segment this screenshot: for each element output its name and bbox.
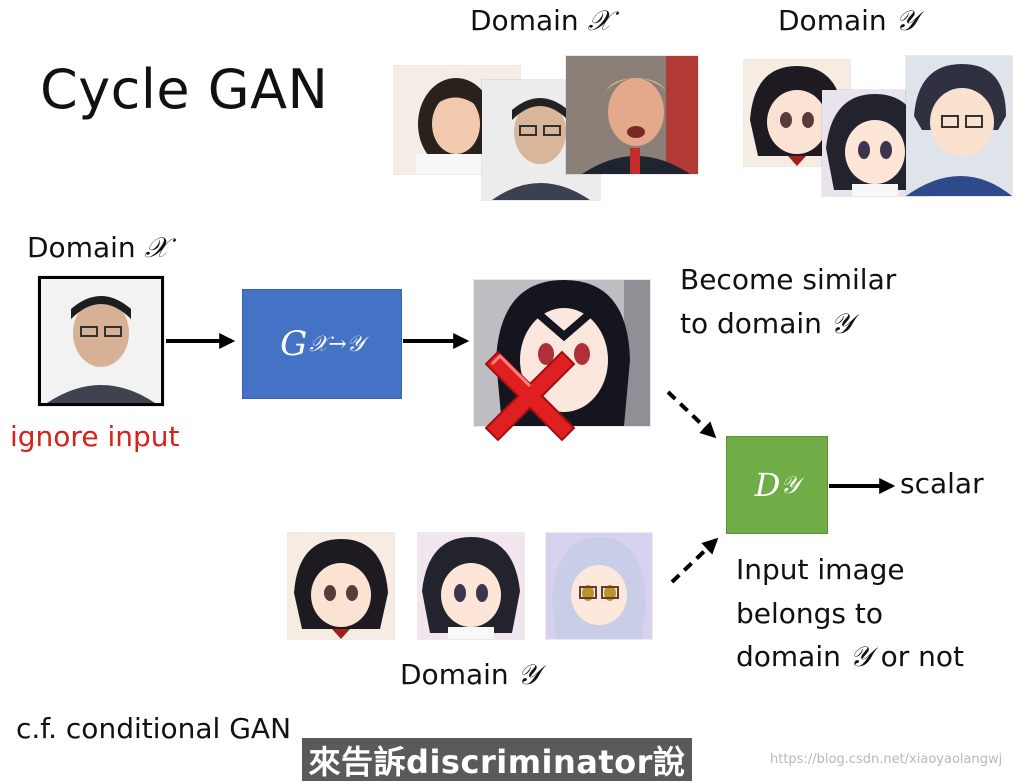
input-image-line3: domain 𝒴 or not — [736, 640, 964, 674]
left-domain-x-symbol: 𝒳 — [144, 231, 169, 264]
become-similar-symbol: 𝒴 — [830, 307, 853, 340]
become-similar-line2: to domain 𝒴 — [680, 307, 853, 341]
top-domain-y-text: Domain — [778, 4, 896, 37]
red-cross-icon — [484, 350, 576, 442]
left-domain-x-text: Domain — [27, 231, 145, 264]
bottom-domain-y-text: Domain — [400, 658, 518, 691]
ignore-input-label: ignore input — [10, 420, 180, 453]
photo-trump — [566, 56, 698, 174]
video-subtitle: 來告訴discriminator說 — [302, 738, 692, 781]
become-similar-line1: Become similar — [680, 263, 897, 296]
top-domain-x-symbol: 𝒳 — [587, 4, 612, 37]
become-similar-text: to domain — [680, 307, 831, 340]
input-image-line1: Input image — [736, 553, 905, 586]
scalar-label: scalar — [900, 467, 984, 500]
generator-subscript: 𝒳→𝒴 — [309, 331, 364, 357]
input-image-line2: belongs to — [736, 597, 884, 630]
input-photo — [38, 276, 164, 406]
anime-top-3 — [906, 56, 1012, 196]
anime-bottom-1 — [288, 533, 394, 639]
cf-conditional-gan: c.f. conditional GAN — [16, 712, 292, 745]
bottom-domain-y-label: Domain 𝒴 — [400, 658, 540, 692]
generator-label: G — [280, 324, 308, 364]
input-image-symbol: 𝒴 — [849, 640, 872, 673]
input-image-text: domain — [736, 640, 850, 673]
anime-bottom-2 — [418, 533, 524, 639]
arrow-generated-to-discriminator — [666, 390, 717, 439]
anime-top-1 — [744, 60, 850, 166]
watermark: https://blog.csdn.net/xiaoyaolangwj — [770, 752, 1003, 767]
top-domain-x-text: Domain — [470, 4, 588, 37]
discriminator-subscript: 𝒴 — [780, 471, 800, 499]
left-domain-x-label: Domain 𝒳 — [27, 231, 169, 265]
slide-title: Cycle GAN — [40, 58, 329, 121]
top-domain-y-label: Domain 𝒴 — [778, 4, 918, 38]
top-domain-x-label: Domain 𝒳 — [470, 4, 612, 38]
bottom-domain-y-symbol: 𝒴 — [517, 658, 540, 691]
discriminator-label: D — [754, 466, 781, 504]
input-image-tail: or not — [871, 640, 965, 673]
top-domain-y-symbol: 𝒴 — [895, 4, 918, 37]
anime-bottom-3 — [546, 533, 652, 639]
arrow-real-to-discriminator — [670, 537, 719, 584]
